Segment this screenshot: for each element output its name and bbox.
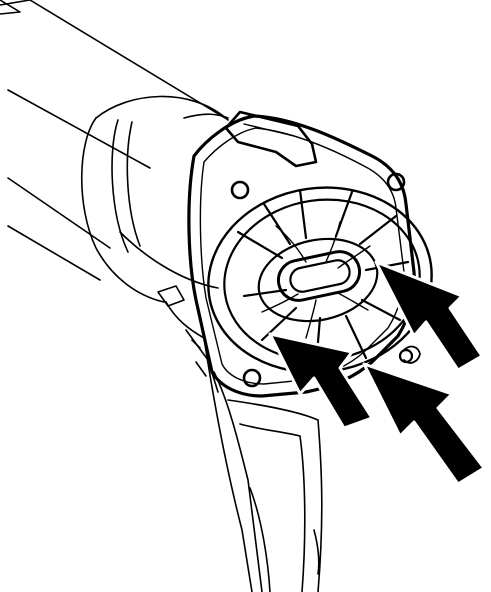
screw-top-right-icon [386, 172, 406, 192]
airflow-arrow-icon [362, 362, 486, 486]
screw-bottom-right-icon [398, 348, 414, 364]
screw-top-left-icon [230, 180, 250, 200]
airflow-arrow-icon [268, 332, 374, 430]
airflow-arrow-icon [374, 260, 484, 372]
airflow-arrows [268, 260, 486, 486]
handle-icon [185, 329, 323, 592]
screw-bottom-left-icon [242, 368, 262, 388]
blower-tube-icon [0, 0, 229, 339]
